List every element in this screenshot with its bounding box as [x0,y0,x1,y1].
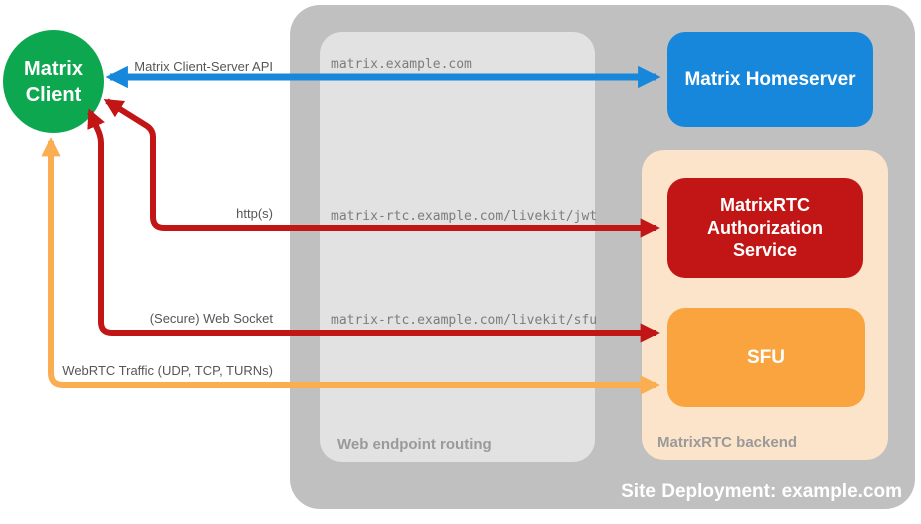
https-label: http(s) [236,206,273,221]
web-socket-label: (Secure) Web Socket [149,311,273,326]
web-endpoint-routing-label: Web endpoint routing [337,436,492,453]
matrix-homeserver-node: Matrix Homeserver [667,32,873,127]
webrtc-traffic-label: WebRTC Traffic (UDP, TCP, TURNs) [62,363,273,378]
matrix-endpoint-url: matrix.example.com [331,57,472,72]
livekit-sfu-endpoint-url: matrix-rtc.example.com/livekit/sfu [331,313,598,328]
matrixrtc-authorization-service-node: MatrixRTC Authorization Service [667,178,863,278]
sfu-node: SFU [667,308,865,407]
site-deployment-label: Site Deployment: example.com [621,481,902,502]
matrixrtc-backend-label: MatrixRTC backend [657,434,798,451]
web-endpoint-routing-container [320,32,595,462]
matrix-client-node: Matrix Client [3,30,104,133]
livekit-jwt-endpoint-url: matrix-rtc.example.com/livekit/jwt [331,209,598,224]
client-server-api-label: Matrix Client-Server API [134,59,273,74]
